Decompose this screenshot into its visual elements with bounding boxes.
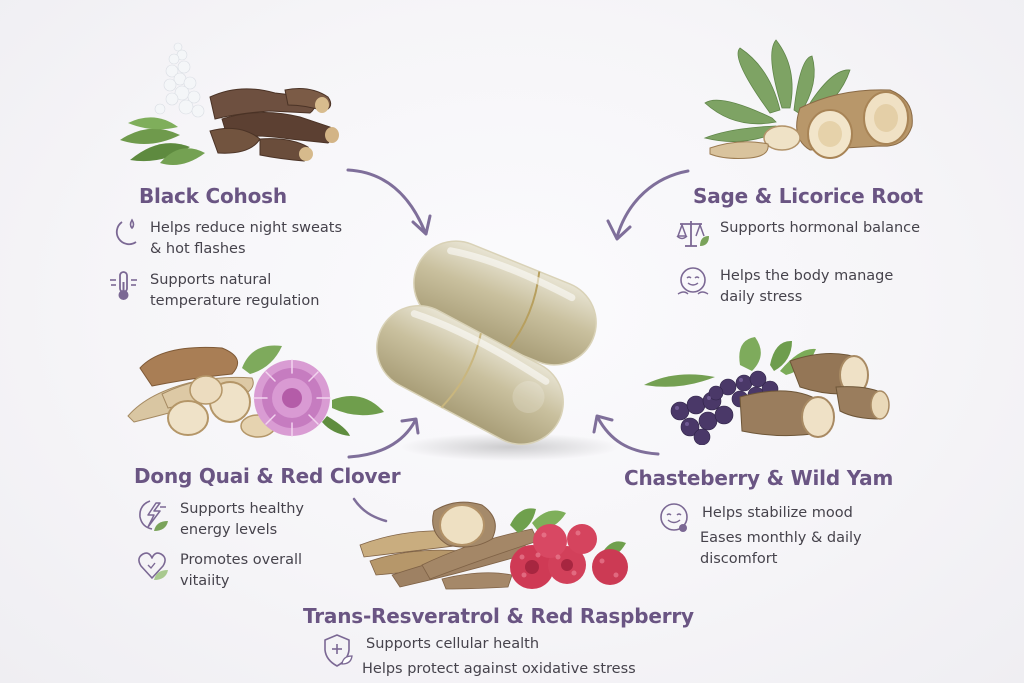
ingredient-title-sage-licorice-root: Sage & Licorice Root (693, 184, 923, 208)
thermometer-icon (110, 271, 137, 300)
benefit-item: Eases monthly & daily discomfort (700, 528, 862, 570)
smiling-face-icon (660, 503, 688, 532)
benefit-text: Supports cellular health (366, 636, 540, 652)
benefit-item: Supports cellular health (322, 634, 539, 668)
benefit-text: Helps reduce night sweats & hot flashes (150, 220, 343, 257)
shield-plus-leaf-icon (324, 634, 353, 667)
benefit-text: Helps the body manage daily stress (720, 268, 894, 305)
benefit-text: Supports hormonal balance (720, 220, 921, 236)
chasteberry-wild-yam-illustration (644, 337, 890, 445)
benefit-text: Helps protect against oxidative stress (362, 661, 636, 677)
black-cohosh-illustration (120, 42, 339, 166)
arrow-resveratrol-to-capsules (352, 497, 388, 523)
balance-scale-leaf-icon (676, 221, 709, 247)
energy-bolt-leaf-icon (139, 500, 168, 531)
sage-licorice-illustration (703, 39, 913, 159)
dong-quai-red-clover-illustration (127, 345, 384, 438)
benefit-text: Supports natural temperature regulation (150, 272, 320, 309)
benefit-item: Helps protect against oxidative stress (362, 659, 636, 680)
benefit-item: Supports natural temperature regulation (106, 270, 319, 312)
benefit-item: Supports healthy energy levels (136, 499, 304, 541)
benefit-text: Supports healthy energy levels (180, 501, 304, 538)
benefit-item: Promotes overall vitaiity (136, 550, 302, 592)
ingredient-title-black-cohosh: Black Cohosh (139, 184, 287, 208)
arrow-chasteberry-to-capsules (592, 414, 660, 456)
arrow-sage-to-capsules (606, 169, 690, 241)
ingredient-title-trans-resveratrol-red-raspberry: Trans-Resveratrol & Red Raspberry (303, 604, 694, 628)
benefit-item: Supports hormonal balance (676, 218, 920, 252)
benefit-item: Helps the body manage daily stress (676, 266, 893, 308)
arrow-dong-quai-to-capsules (347, 417, 420, 459)
moon-droplet-icon (115, 218, 137, 246)
arrow-black-cohosh-to-capsules (346, 168, 432, 236)
benefit-item: Helps reduce night sweats & hot flashes (106, 218, 342, 260)
benefit-text: Promotes overall vitaiity (180, 552, 303, 589)
heart-leaf-icon (138, 552, 168, 580)
resveratrol-raspberry-illustration (359, 501, 628, 590)
ingredient-title-dong-quai-red-clover: Dong Quai & Red Clover (134, 464, 401, 488)
benefit-text: Eases monthly & daily discomfort (700, 530, 862, 567)
benefit-text: Helps stabilize mood (702, 505, 853, 521)
benefit-item: Helps stabilize mood (658, 503, 853, 537)
calm-face-icon (677, 267, 709, 295)
capsules-illustration (376, 240, 620, 461)
ingredient-title-chasteberry-wild-yam: Chasteberry & Wild Yam (624, 466, 894, 490)
